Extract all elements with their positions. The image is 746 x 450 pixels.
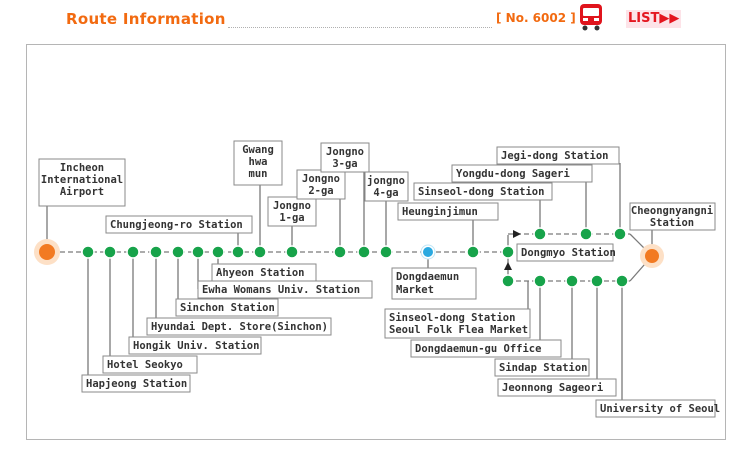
label-ewha: Ewha Womans Univ. Station	[202, 284, 360, 296]
station-jeonnong-dot[interactable]	[590, 274, 604, 288]
station-jongno4-dot[interactable]	[379, 245, 393, 259]
station-gwanghwamun-dot[interactable]	[253, 245, 267, 259]
label-hongik: Hongik Univ. Station	[133, 340, 259, 352]
label-heunginjimun: Heunginjimun	[402, 206, 478, 218]
station-jongno2-dot[interactable]	[333, 245, 347, 259]
station-sinseol-folk-dot[interactable]	[501, 274, 515, 288]
station-heunginjimun-dot[interactable]	[466, 245, 480, 259]
route-map-frame	[26, 44, 726, 440]
station-jegi-dot[interactable]	[613, 227, 627, 241]
station-uos-dot[interactable]	[615, 274, 629, 288]
label-sinseol-up: Sinseol-dong Station	[418, 186, 544, 198]
station-chungjeongro-dot[interactable]	[231, 245, 245, 259]
route-number: [ No. 6002 ]	[496, 11, 576, 25]
station-jongno3-dot[interactable]	[357, 245, 371, 259]
terminal-airport-marker	[34, 239, 60, 265]
station-ewha-dot[interactable]	[191, 245, 205, 259]
label-ahyeon: Ahyeon Station	[216, 267, 305, 279]
transfer-dongdaemun-marker	[420, 244, 436, 260]
station-sindap-dot[interactable]	[565, 274, 579, 288]
station-seokyo-dot[interactable]	[103, 245, 117, 259]
label-sindap: Sindap Station	[499, 362, 588, 374]
label-uos: University of Seoul	[600, 403, 720, 415]
label-ddm-gu: Dongdaemun-gu Office	[415, 343, 541, 355]
list-button[interactable]: LIST▶▶	[626, 10, 682, 28]
station-dongmyo-dot[interactable]	[501, 245, 515, 259]
station-yongdu-dot[interactable]	[579, 227, 593, 241]
direction-arrow-icon	[504, 262, 512, 270]
station-ddm-gu-dot[interactable]	[533, 274, 547, 288]
station-hapjeong-dot[interactable]	[81, 245, 95, 259]
label-seokyo: Hotel Seokyo	[107, 359, 183, 371]
station-jongno1-dot[interactable]	[285, 245, 299, 259]
station-ahyeon-dot[interactable]	[211, 245, 225, 259]
page-title: Route Information	[66, 10, 226, 28]
station-sinchon-dot[interactable]	[171, 245, 185, 259]
title-divider	[228, 27, 492, 28]
label-jeonnong: Jeonnong Sageori	[502, 382, 603, 394]
bus-icon	[580, 4, 602, 31]
label-chungjeongro: Chungjeong-ro Station	[110, 219, 243, 231]
station-sinseol-up-dot[interactable]	[533, 227, 547, 241]
label-sinchon: Sinchon Station	[180, 302, 275, 314]
label-hyundai: Hyundai Dept. Store(Sinchon)	[151, 321, 328, 333]
terminal-cheongnyangni-marker	[640, 244, 664, 268]
label-hapjeong: Hapjeong Station	[86, 378, 187, 390]
label-dongmyo: Dongmyo Station	[521, 247, 616, 259]
station-hyundai-dot[interactable]	[149, 245, 163, 259]
label-yongdu: Yongdu-dong Sageri	[456, 168, 570, 180]
label-jegi: Jegi-dong Station	[501, 150, 608, 162]
station-hongik-dot[interactable]	[126, 245, 140, 259]
direction-arrow-icon	[513, 230, 521, 238]
